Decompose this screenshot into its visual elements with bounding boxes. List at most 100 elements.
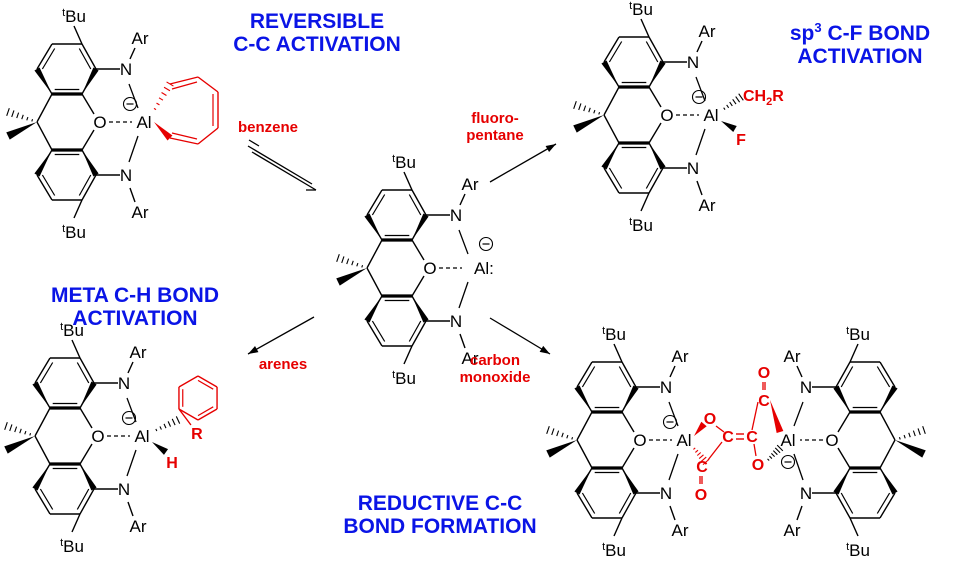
methyl-wedge-bond [546,440,577,458]
hash-stroke [153,107,157,111]
ring-inner-bond [408,194,422,216]
carbon-atom: C [696,459,708,476]
arrow-shaft [247,316,315,355]
arrow-shaft [489,143,557,183]
wedge-bond [154,122,173,141]
bridge-bond [366,239,383,269]
n-ar-bond [459,333,466,349]
n-al-bond [695,76,706,102]
ring-inner-bond [618,492,632,514]
bold-bond [880,468,898,495]
tbu-group: tBu [60,321,84,340]
hash-stroke [903,434,906,439]
hash-stroke [21,114,24,120]
aryl-label: Ar [672,521,689,540]
hash-stroke [588,107,591,113]
bold-bond [32,381,50,408]
ring-inner-bond [618,366,632,388]
title-text: C-F BOND [821,22,931,45]
ring-bond [197,76,219,93]
arrow-shaft [489,317,551,355]
tbu-group: tBu [629,216,653,235]
oxygen-atom: O [91,427,104,446]
ring-inner-bond [78,174,92,196]
title-sp3-cf-activation: sp3 C-F BOND ACTIVATION [770,16,950,68]
bold-bond [622,385,639,412]
negative-charge-icon [662,414,678,430]
negative-charge-icon [691,89,707,105]
n-ar-bond [696,40,703,53]
c-o-bond [79,443,93,465]
hash-stroke [341,256,345,264]
c-tbu-bond [640,192,650,212]
hash-stroke [593,109,596,114]
nitrogen-atom: N [687,53,699,72]
n-al-bond [128,135,139,163]
hash-stroke [573,101,577,109]
ring-inner-bond [39,362,54,384]
arrow-shaft [251,151,317,191]
nitrogen-atom: N [120,166,132,185]
tbu-label: tBu [60,321,84,340]
title-line: sp3 C-F BOND [770,16,950,45]
wedge-bond [721,121,737,133]
bold-bond [574,385,592,412]
hash-stroke [772,450,778,456]
hash-stroke [156,102,160,106]
ring-bond [411,189,427,216]
hash-stroke [598,112,601,115]
bridge-bond [576,411,593,441]
bridge-bond [34,435,51,465]
nitrogen-atom: N [120,60,132,79]
bridge-bond [879,411,896,441]
reaction-arrow-arenes [247,316,315,355]
nitrogen-atom: N [660,484,672,503]
ring-bond [36,43,53,70]
arrow-shaft [247,145,313,185]
c-tbu-bond [71,513,81,533]
bridge-bond [603,86,620,116]
bold-bond [833,468,850,495]
n-ar-bond [129,187,136,203]
wedge-bond [694,421,707,436]
hash-stroke [738,93,744,101]
hash-stroke [732,99,737,105]
wedge-bond [152,442,169,455]
tbu-group: tBu [62,7,86,26]
ring-bond [603,167,620,194]
hash-stroke [898,437,901,440]
title-line: C-C ACTIVATION [233,33,401,56]
hash-stroke [556,430,560,437]
c-tbu-bond [403,171,413,191]
cycloheptatriene-ring [153,76,219,145]
title-reductive-cc-formation: REDUCTIVE C-C BOND FORMATION [330,492,550,538]
hash-stroke [693,447,696,450]
fluorine-atom: F [736,132,746,149]
reagent-arenes: arenes [258,356,308,373]
hash-stroke [551,428,555,436]
title-line: REDUCTIVE C-C [357,492,523,515]
ring-inner-bond [581,492,596,514]
n-ar-bond [696,180,703,196]
tbu-group: tBu [62,223,86,242]
hash-stroke [571,437,574,440]
bold-bond [80,464,97,491]
tbu-label: tBu [602,541,626,560]
tbu-label: tBu [629,0,653,19]
hash-stroke [917,428,921,436]
hash-stroke [29,433,32,436]
title-line: BOND FORMATION [343,515,537,538]
ring-bond [178,408,199,421]
c-o-bond [648,122,662,144]
hash-stroke [163,86,171,92]
ch2r-label: CH2R [743,88,784,108]
tbu-label: tBu [846,541,870,560]
ring-bond [879,492,896,519]
c-r-bond [178,408,192,426]
tbu-group: tBu [602,325,626,344]
bridge-bond [879,439,896,469]
tbu-label: tBu [846,325,870,344]
title-line: REVERSIBLE [249,10,385,33]
hash-stroke [351,260,354,266]
